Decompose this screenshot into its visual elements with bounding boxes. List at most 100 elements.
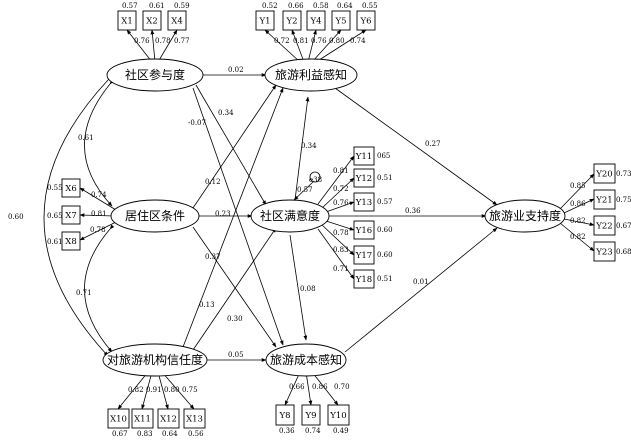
indicators-trust: X10 X11 X12 X13 0.67 0.83 0.64 0.56 0.82… bbox=[107, 371, 206, 438]
indicator-box-x12 bbox=[157, 408, 180, 429]
r2-y8: 0.36 bbox=[279, 427, 295, 435]
path-trust-sat bbox=[192, 227, 277, 351]
indicator-box-x6 bbox=[61, 178, 81, 198]
r2-y18: 0.51 bbox=[377, 275, 393, 283]
r2-y21: 0.75 bbox=[616, 196, 631, 204]
r2-y6: 0.55 bbox=[362, 2, 378, 10]
path-living-cost bbox=[192, 226, 277, 348]
indicator-label-x10: X10 bbox=[110, 415, 127, 425]
loading-y22: 0.82 bbox=[570, 217, 586, 225]
loading-x12: 0.80 bbox=[164, 386, 180, 394]
loading-y6: 0.74 bbox=[350, 37, 366, 45]
indicator-label-x8: X8 bbox=[65, 237, 76, 247]
loading-y13: 0.76 bbox=[333, 199, 349, 207]
r2-y11: 065 bbox=[377, 152, 390, 160]
error-coef-e38: 0.57 bbox=[297, 186, 313, 194]
indicator-box-y11 bbox=[353, 146, 375, 166]
r2-x7: 0.65 bbox=[47, 212, 63, 220]
indicator-label-y10: Y10 bbox=[329, 411, 346, 421]
indicator-box-y1 bbox=[255, 10, 275, 31]
indicators-living: X6 X7 X8 0.55 0.65 0.61 0.74 0.81 0.78 bbox=[47, 178, 117, 251]
coef-sat-benefit: 0.34 bbox=[301, 142, 317, 150]
indicator-label-x12: X12 bbox=[160, 415, 177, 425]
indicator-box-y12 bbox=[353, 168, 375, 188]
r2-y13: 0.57 bbox=[377, 198, 393, 206]
indicator-label-y17: Y17 bbox=[355, 251, 372, 261]
loading-y16: 0.78 bbox=[333, 229, 349, 237]
r2-y22: 0.67 bbox=[616, 222, 631, 230]
latent-satisfaction bbox=[250, 199, 330, 233]
corr-label-part-trust: 0.60 bbox=[8, 213, 24, 221]
indicator-label-y11: Y11 bbox=[355, 152, 372, 162]
indicator-box-x8 bbox=[61, 231, 81, 251]
indicator-label-y4: Y4 bbox=[309, 17, 321, 27]
coef-trust-cost: 0.05 bbox=[228, 351, 244, 359]
indicator-label-x7: X7 bbox=[65, 211, 76, 221]
indicator-label-y6: Y6 bbox=[359, 17, 371, 27]
indicators-participation: X1 X2 X4 0.57 0.61 0.59 0.76 0.78 0.77 bbox=[117, 2, 190, 63]
r2-y23: 0.68 bbox=[616, 248, 631, 256]
path-benefit-support bbox=[334, 87, 498, 206]
indicator-box-y21 bbox=[593, 189, 616, 210]
latent-label-cost: 旅游成本感知 bbox=[270, 352, 342, 367]
r2-y4: 0.58 bbox=[313, 2, 329, 10]
latent-label-support: 旅游业支持度 bbox=[489, 208, 561, 223]
coef-sat-support: 0.36 bbox=[405, 207, 421, 215]
loading-y11: 0.81 bbox=[333, 167, 349, 175]
indicator-box-y18 bbox=[353, 269, 375, 289]
indicator-box-y6 bbox=[356, 10, 376, 31]
r2-x6: 0.55 bbox=[47, 184, 63, 192]
indicator-box-y22 bbox=[593, 215, 616, 236]
coef-cost-support: 0.01 bbox=[413, 278, 429, 286]
r2-x2: 0.61 bbox=[149, 2, 165, 10]
r2-y17: 0.60 bbox=[377, 251, 393, 259]
coef-part-cost: -0.07 bbox=[188, 119, 206, 127]
r2-x8: 0.61 bbox=[47, 238, 63, 246]
loading-y12: 0.72 bbox=[333, 185, 349, 193]
loading-x13: 0.75 bbox=[182, 386, 198, 394]
path-cost-support bbox=[344, 227, 498, 353]
coef-part-sat: 0.34 bbox=[218, 109, 234, 117]
indicator-box-y4 bbox=[306, 10, 326, 31]
indicator-box-y13 bbox=[353, 192, 375, 212]
loading-y1: 0.72 bbox=[274, 37, 290, 45]
indicator-label-x11: X11 bbox=[134, 415, 151, 425]
indicator-box-x1 bbox=[117, 10, 137, 31]
indicators-benefit: Y1 Y2 Y4 Y5 Y6 0.52 0.66 0.58 0.64 0.55 … bbox=[255, 2, 378, 63]
path-part-sat bbox=[195, 84, 267, 206]
indicator-label-y20: Y20 bbox=[595, 170, 612, 180]
loading-y8: 0.66 bbox=[289, 383, 305, 391]
indicators-satisfaction: Y11 Y12 Y13 Y16 Y17 Y18 065 0.51 0.57 0.… bbox=[317, 146, 393, 289]
loading-y4: 0.76 bbox=[311, 37, 327, 45]
r2-x11: 0.83 bbox=[137, 430, 153, 438]
loading-x11: 0.91 bbox=[146, 386, 162, 394]
indicator-label-y8: Y8 bbox=[278, 411, 290, 421]
indicator-label-y22: Y22 bbox=[595, 222, 612, 232]
indicator-label-y23: Y23 bbox=[595, 248, 612, 258]
latent-support bbox=[484, 199, 566, 233]
loading-y23: 0.82 bbox=[570, 233, 586, 241]
corr-label-living-trust: 0.71 bbox=[76, 289, 92, 297]
indicator-label-x1: X1 bbox=[121, 17, 132, 27]
loading-x4: 0.77 bbox=[174, 37, 190, 45]
coef-trust-benefit: 0.13 bbox=[199, 301, 215, 309]
indicator-label-x4: X4 bbox=[171, 17, 182, 27]
indicator-label-y16: Y16 bbox=[355, 226, 372, 236]
indicator-box-y23 bbox=[593, 241, 616, 262]
corr-living-trust bbox=[84, 224, 115, 353]
coef-part-benefit: 0.02 bbox=[228, 66, 244, 74]
loading-x7: 0.81 bbox=[91, 210, 107, 218]
path-sat-cost bbox=[289, 234, 308, 341]
latent-variables: 社区参与度 居住区条件 对旅游机构信任度 旅游利益感知 社区满意度 旅游成本感知… bbox=[102, 58, 566, 377]
latent-label-living: 居住区条件 bbox=[125, 209, 185, 223]
indicator-label-y9: Y9 bbox=[304, 411, 316, 421]
indicator-box-y5 bbox=[331, 10, 351, 31]
indicator-box-y8 bbox=[275, 404, 295, 426]
indicator-label-y21: Y21 bbox=[595, 196, 612, 206]
indicator-box-x11 bbox=[131, 408, 154, 429]
correlation-curves: 0.61 0.71 0.60 bbox=[8, 75, 115, 357]
indicators-support: Y20 Y21 Y22 Y23 0.73 0.75 0.67 0.68 0.85… bbox=[559, 163, 631, 262]
loading-x10: 0.82 bbox=[128, 386, 144, 394]
coef-benefit-support: 0.27 bbox=[425, 140, 441, 148]
